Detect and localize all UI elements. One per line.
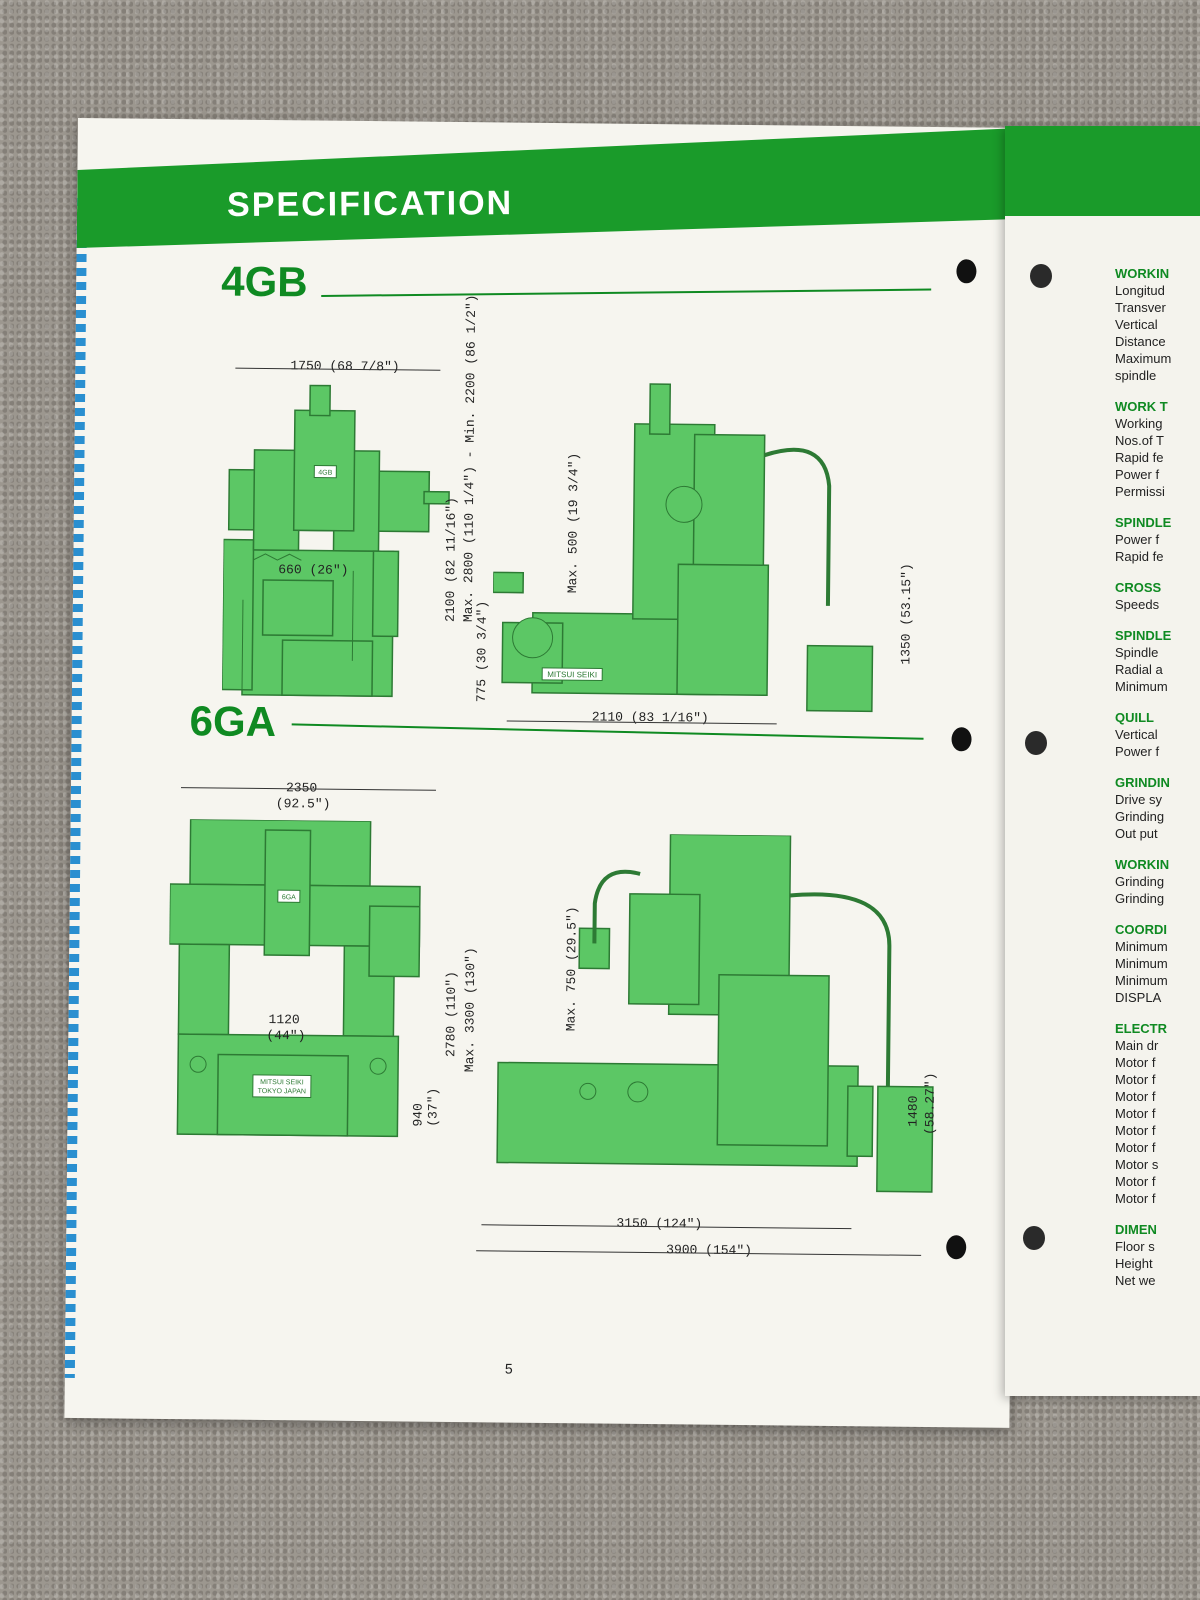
section-rule-4gb bbox=[321, 288, 932, 297]
badge-4gb-text: 4GB bbox=[318, 470, 332, 477]
badge-6ga-text: 6GA bbox=[282, 894, 296, 901]
binder-hole-right-3 bbox=[1023, 1226, 1045, 1250]
spec-row-label: Out put bbox=[1115, 826, 1158, 841]
section-rule-6ga bbox=[291, 723, 924, 740]
dim-4gb-max-min: Max. 2800 (110 1/4") - Min. 2200 (86 1/2… bbox=[460, 294, 480, 623]
blue-page-edge bbox=[64, 197, 88, 1379]
spec-row-label: Grinding bbox=[1115, 809, 1165, 824]
spec-row-label: Maximum bbox=[1115, 351, 1172, 366]
spec-row-label: Motor f bbox=[1115, 1191, 1156, 1206]
nameplate-4gb: MITSUI SEIKI bbox=[547, 670, 597, 680]
dim-6ga-max750: Max. 750 (29.5") bbox=[563, 906, 580, 1032]
dim-4gb-2100: 2100 (82 11/16") bbox=[442, 497, 460, 623]
dim-4gb-1350: 1350 (53.15") bbox=[898, 563, 915, 665]
spec-row-label: Motor f bbox=[1115, 1089, 1156, 1104]
spec-row-label: Motor f bbox=[1115, 1072, 1156, 1087]
spec-row-label: Nos.of T bbox=[1115, 433, 1164, 448]
dim-6ga-3300: Max. 3300 (130") bbox=[462, 947, 479, 1073]
nameplate-6ga-1: MITSUI SEIKI bbox=[260, 1079, 304, 1086]
drawing-4gb-side: MITSUI SEIKI bbox=[492, 383, 874, 713]
spec-section-heading: ELECTR bbox=[1115, 1021, 1167, 1036]
spec-row-label: Minimum bbox=[1115, 956, 1168, 971]
spec-section-heading: QUILL bbox=[1115, 710, 1154, 725]
spec-row-label: Minimum bbox=[1115, 973, 1168, 988]
spec-row-label: Floor s bbox=[1115, 1239, 1155, 1254]
page-title: SPECIFICATION bbox=[226, 184, 514, 225]
spec-row-label: Longitud bbox=[1115, 283, 1165, 298]
spec-row-label: spindle bbox=[1115, 368, 1157, 383]
spec-row-label: Transver bbox=[1115, 300, 1166, 315]
badge-4gb bbox=[313, 464, 337, 479]
spec-row-label: Motor f bbox=[1115, 1106, 1156, 1121]
drawing-6ga-front: 6GA MITSUI SEIKI TOKYO JAPAN bbox=[168, 819, 421, 1138]
spec-section-heading: WORKIN bbox=[1115, 266, 1170, 281]
dim-6ga-940: 940 bbox=[410, 1103, 426, 1127]
spec-section-heading: SPINDLE bbox=[1115, 628, 1172, 643]
spec-row-label: Power f bbox=[1115, 532, 1160, 547]
spec-row-label: Rapid fe bbox=[1115, 549, 1164, 564]
spec-row-label: Drive sy bbox=[1115, 792, 1162, 807]
spec-section-heading: WORK T bbox=[1115, 399, 1168, 414]
spec-section-heading: GRINDIN bbox=[1115, 775, 1170, 790]
model-title-6ga: 6GA bbox=[189, 697, 277, 746]
spec-row-label: Minimum bbox=[1115, 679, 1168, 694]
spec-row-label: Power f bbox=[1115, 744, 1160, 759]
spec-row-label: Working bbox=[1115, 416, 1163, 431]
dim-6ga-1480: 1480 bbox=[905, 1095, 921, 1127]
binder-hole-right-1 bbox=[1030, 264, 1052, 288]
spec-section-heading: CROSS bbox=[1115, 580, 1162, 595]
dim-6ga-3150: 3150 (124") bbox=[616, 1215, 703, 1232]
spec-row-label: Height bbox=[1115, 1256, 1153, 1271]
model-title-4gb: 4GB bbox=[221, 257, 308, 306]
dim-6ga-3900: 3900 (154") bbox=[666, 1242, 753, 1259]
spec-row-label: Vertical bbox=[1115, 317, 1158, 332]
spec-row-label: Grinding bbox=[1115, 891, 1165, 906]
spec-row-label: Permissi bbox=[1115, 484, 1165, 499]
header-band bbox=[77, 118, 1023, 258]
spec-row-label: Grinding bbox=[1115, 874, 1165, 889]
dim-4gb-660: 660 (26") bbox=[278, 562, 349, 578]
spec-row-label: Radial a bbox=[1115, 662, 1163, 677]
spec-row-label: Spindle bbox=[1115, 645, 1159, 660]
dim-6ga-2780: 2780 (110") bbox=[443, 971, 460, 1058]
spec-row-label: Rapid fe bbox=[1115, 450, 1164, 465]
dim-6ga-940-in: (37") bbox=[425, 1087, 441, 1127]
nameplate-6ga-2: TOKYO JAPAN bbox=[258, 1088, 306, 1096]
spec-row-label: Motor s bbox=[1115, 1157, 1159, 1172]
spec-row-label: Speeds bbox=[1115, 597, 1160, 612]
dim-4gb-1750: 1750 (68 7/8") bbox=[290, 358, 400, 375]
spec-row-label: Distance bbox=[1115, 334, 1166, 349]
binder-hole-right-2 bbox=[1025, 731, 1047, 755]
dim-4gb-max500: Max. 500 (19 3/4") bbox=[565, 452, 582, 594]
binder-hole-2 bbox=[951, 727, 972, 752]
dim-4gb-775: 775 (30 3/4") bbox=[473, 600, 490, 703]
spec-row-label: Main dr bbox=[1115, 1038, 1159, 1053]
drawing-4gb-front: 4GB bbox=[221, 384, 450, 698]
binder-hole-1 bbox=[956, 259, 977, 284]
spec-section-heading: COORDI bbox=[1115, 922, 1167, 937]
spec-row-label: Minimum bbox=[1115, 939, 1168, 954]
binder-hole-3 bbox=[946, 1235, 967, 1260]
page-number: 5 bbox=[504, 1360, 513, 1377]
spec-row-label: Motor f bbox=[1115, 1123, 1156, 1138]
spec-section-heading: SPINDLE bbox=[1115, 515, 1172, 530]
spec-row-label: Motor f bbox=[1115, 1140, 1156, 1155]
spec-section-heading: WORKIN bbox=[1115, 857, 1170, 872]
spec-row-label: Motor f bbox=[1115, 1055, 1156, 1070]
dim-6ga-1120: 1120 bbox=[268, 1012, 300, 1028]
brochure-page-left: SPECIFICATION 4GB 4GB 1750 (68 7/8") 660… bbox=[64, 118, 1023, 1428]
spec-row-label: Power f bbox=[1115, 467, 1160, 482]
spec-row-label: DISPLA bbox=[1115, 990, 1162, 1005]
spec-row-label: Net we bbox=[1115, 1273, 1156, 1288]
spec-section-heading: DIMEN bbox=[1115, 1222, 1157, 1237]
dim-6ga-2350-in: (92.5") bbox=[275, 796, 331, 812]
spec-row-label: Vertical bbox=[1115, 727, 1158, 742]
header-band-right bbox=[1005, 126, 1200, 216]
drawing-6ga-side bbox=[496, 833, 934, 1193]
dim-6ga-1480-in: (58.27") bbox=[922, 1072, 939, 1136]
dim-6ga-1120-in: (44") bbox=[266, 1028, 306, 1044]
spec-row-label: Motor f bbox=[1115, 1174, 1156, 1189]
